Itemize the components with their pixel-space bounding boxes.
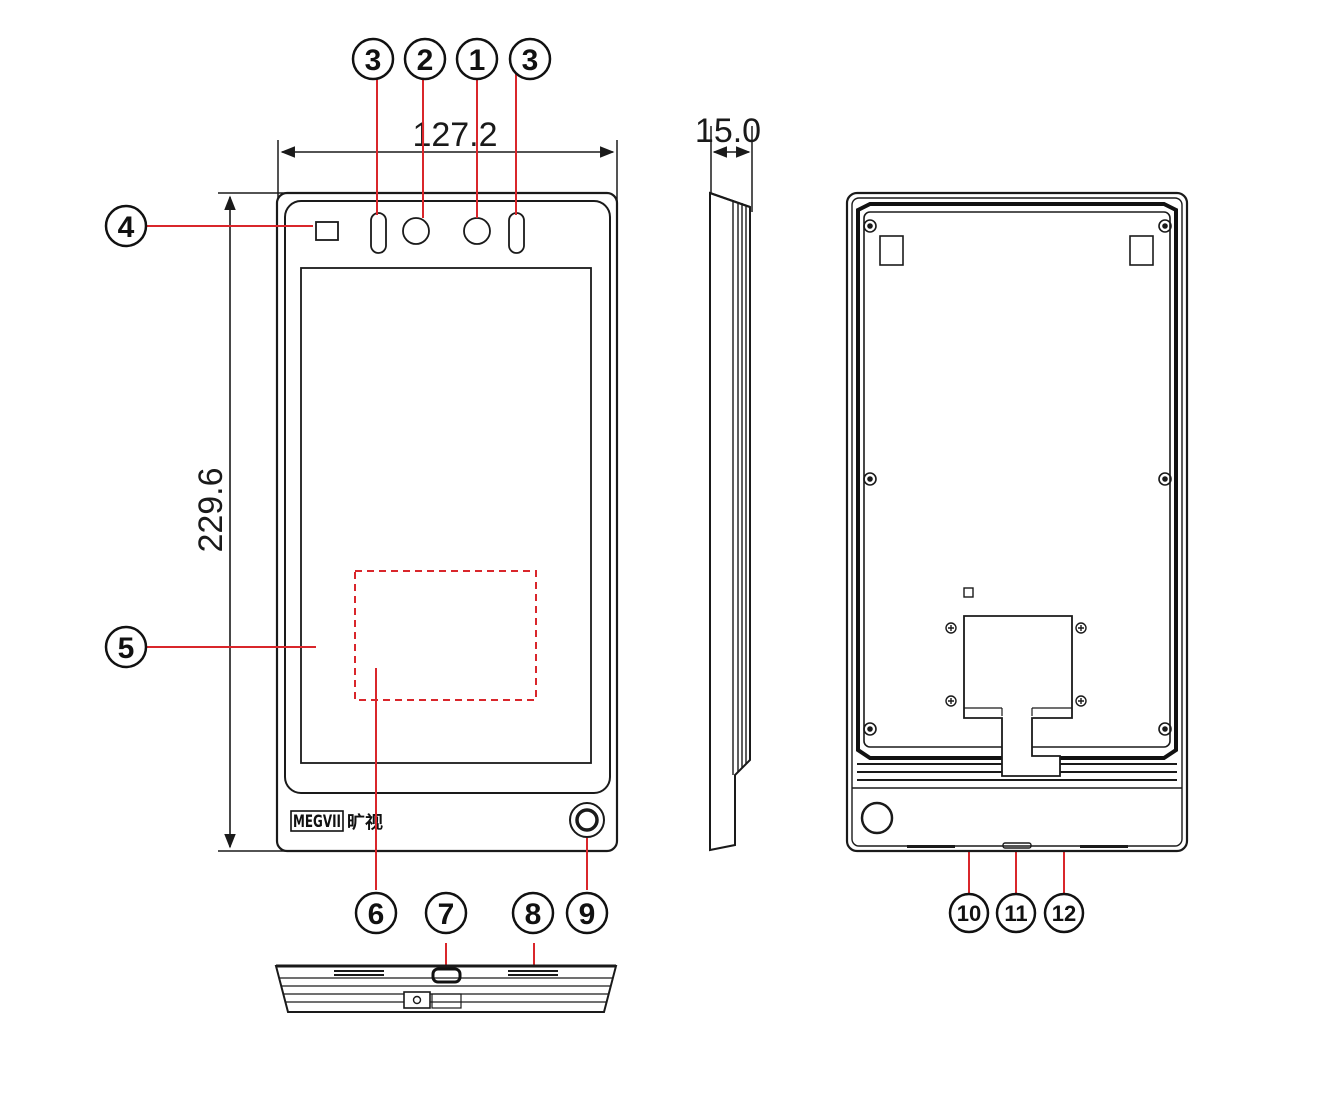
speaker-grille-right bbox=[508, 970, 558, 976]
back-housing bbox=[845, 191, 1189, 853]
callout-7: 7 bbox=[424, 891, 468, 935]
brand-logo: MEGVII 旷视 bbox=[290, 810, 383, 833]
callout-3b-number: 3 bbox=[522, 44, 539, 77]
speaker-grille-left bbox=[334, 970, 384, 976]
height-dimension-label: 229.6 bbox=[192, 467, 230, 552]
depth-dimension-label: 15.0 bbox=[695, 112, 761, 150]
callout-12-number: 12 bbox=[1052, 901, 1076, 926]
front-housing bbox=[275, 191, 619, 853]
brand-logo-text: MEGVII bbox=[293, 812, 341, 832]
card-reading-area bbox=[354, 570, 537, 701]
usb-port bbox=[431, 967, 462, 984]
callout-6: 6 bbox=[354, 891, 398, 935]
callout-12: 12 bbox=[1043, 892, 1085, 934]
display-screen bbox=[300, 267, 592, 764]
front-glass bbox=[284, 200, 611, 794]
callout-3a: 3 bbox=[351, 37, 395, 81]
callout-10: 10 bbox=[948, 892, 990, 934]
callout-9: 9 bbox=[565, 891, 609, 935]
doorbell-button-icon bbox=[575, 808, 599, 832]
callout-1-number: 1 bbox=[469, 44, 486, 77]
callouts: 3 2 1 3 4 5 6 7 bbox=[104, 37, 1085, 935]
tamper-switch bbox=[963, 587, 974, 598]
front-view: 127.2 229.6 MEGVII 旷视 bbox=[192, 116, 619, 853]
width-dimension: 127.2 bbox=[277, 116, 618, 215]
callout-2-number: 2 bbox=[417, 44, 434, 77]
callout-10-number: 10 bbox=[957, 901, 981, 926]
doorbell-button-outer bbox=[569, 802, 605, 838]
callout-4-number: 4 bbox=[118, 211, 135, 244]
brand-logo-cn: 旷视 bbox=[347, 812, 383, 833]
callout-3a-number: 3 bbox=[365, 44, 382, 77]
callout-6-number: 6 bbox=[368, 898, 385, 931]
callout-8-number: 8 bbox=[525, 898, 542, 931]
width-dimension-label: 127.2 bbox=[412, 116, 497, 154]
callout-11: 11 bbox=[995, 892, 1037, 934]
back-button-icon bbox=[860, 801, 894, 835]
light-sensor-icon bbox=[315, 221, 339, 241]
callout-5: 5 bbox=[104, 625, 148, 669]
callout-8: 8 bbox=[511, 891, 555, 935]
fill-light-left bbox=[370, 212, 387, 254]
camera-2-lens bbox=[402, 217, 430, 245]
callout-2: 2 bbox=[403, 37, 447, 81]
reset-slot bbox=[403, 991, 431, 1009]
back-view bbox=[845, 191, 1189, 853]
mounting-bracket bbox=[963, 615, 1073, 777]
callout-9-number: 9 bbox=[579, 898, 596, 931]
callout-5-number: 5 bbox=[118, 632, 135, 665]
callout-4: 4 bbox=[104, 204, 148, 248]
height-dimension: 229.6 bbox=[192, 192, 292, 852]
callout-11-number: 11 bbox=[1004, 901, 1027, 926]
callout-3b: 3 bbox=[508, 37, 552, 81]
callout-7-number: 7 bbox=[438, 898, 455, 931]
back-screws bbox=[863, 219, 1172, 736]
callout-1: 1 bbox=[455, 37, 499, 81]
bottom-view bbox=[274, 964, 618, 1013]
side-view: 15.0 bbox=[695, 112, 761, 852]
